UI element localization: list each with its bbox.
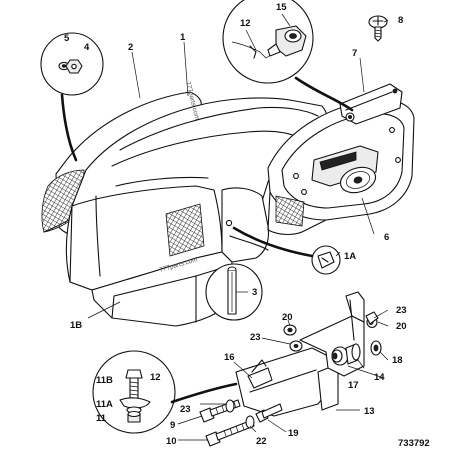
- label-19: 19: [288, 428, 299, 439]
- label-23-top-right: 23: [396, 305, 407, 316]
- label-20-left: 20: [282, 312, 293, 323]
- label-1a: 1A: [344, 251, 356, 262]
- label-2: 2: [128, 42, 133, 53]
- label-7: 7: [352, 48, 357, 59]
- label-1: 1: [180, 32, 186, 43]
- part-labels: 1 2 3 4 5 6 7 8 9 10 11 11A 11B 12 12 13…: [64, 2, 430, 449]
- label-22: 22: [256, 436, 267, 447]
- detail-circle-11: [92, 350, 238, 434]
- label-8: 8: [398, 15, 403, 26]
- leader-lines: [87, 13, 389, 441]
- label-9: 9: [170, 420, 175, 431]
- label-12-latch: 12: [240, 18, 251, 29]
- label-11: 11: [96, 413, 107, 424]
- label-13: 13: [364, 406, 375, 417]
- detail-circle-1a: [232, 226, 341, 275]
- hinge-assembly: [199, 291, 382, 447]
- reference-number: 733792: [398, 438, 430, 449]
- label-4: 4: [84, 42, 90, 53]
- label-11a: 11A: [96, 399, 113, 410]
- label-5: 5: [64, 33, 70, 44]
- label-23-mid-left: 23: [250, 332, 261, 343]
- label-1b: 1B: [70, 320, 82, 331]
- label-6: 6: [384, 232, 389, 243]
- label-16: 16: [224, 352, 235, 363]
- label-11b: 11B: [96, 375, 113, 386]
- front-grille-mesh: [165, 203, 205, 257]
- detail-circle-3: [205, 263, 263, 321]
- label-18: 18: [392, 355, 403, 366]
- bracket-part-7: [339, 83, 403, 125]
- label-3: 3: [252, 287, 257, 298]
- hood-assembly: [41, 91, 328, 327]
- label-10: 10: [166, 436, 177, 447]
- dash-panel: [267, 99, 415, 236]
- screw-part-8: [368, 15, 388, 42]
- label-14: 14: [374, 372, 385, 383]
- label-12-detail: 12: [150, 372, 161, 383]
- label-23-lower-left: 23: [180, 404, 191, 415]
- label-15: 15: [276, 2, 287, 13]
- detail-circle-latch: [222, 0, 354, 112]
- detail-circle-washer-nut: [40, 32, 104, 162]
- label-17: 17: [348, 380, 359, 391]
- label-20-right: 20: [396, 321, 407, 332]
